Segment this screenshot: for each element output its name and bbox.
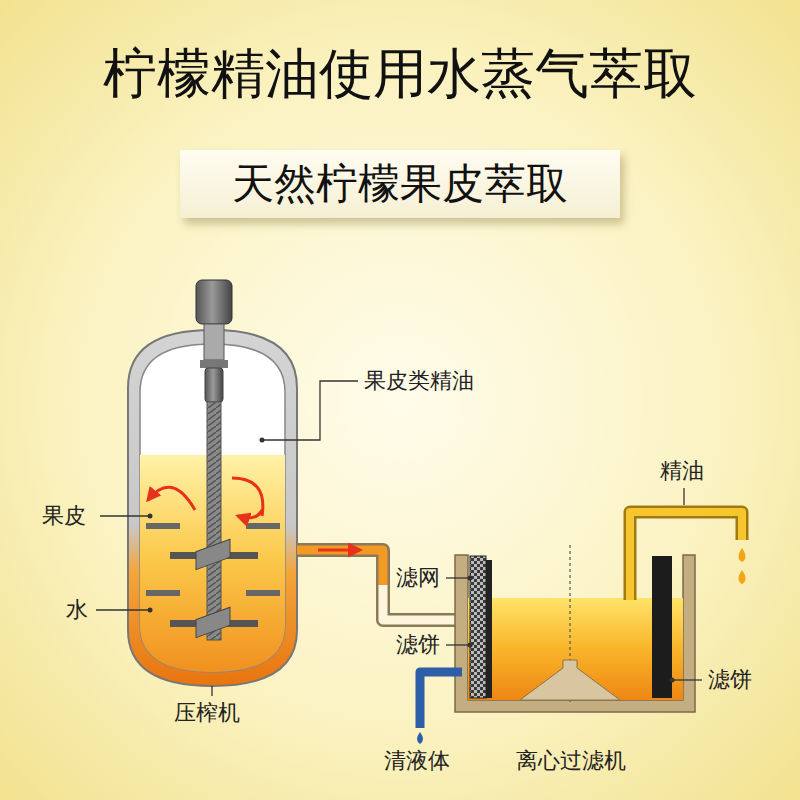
flow-arrow [232,478,263,516]
filter-cake [486,560,492,698]
part-label: 滤网 [396,565,440,591]
basin-liquid [468,598,683,700]
coupling [205,368,223,402]
stirrer-hub [196,539,230,569]
leader-dots [148,438,675,683]
centrifuge [417,512,746,744]
leader-line [211,686,212,696]
transfer-pipe [297,550,458,620]
leader-line [96,609,150,610]
flow-arrow [238,510,262,518]
leader-line [446,577,470,578]
leader-dot [148,514,153,519]
part-label: 果皮类精油 [364,368,474,394]
subtitle-text: 天然柠檬果皮萃取 [232,158,568,210]
leader-line [446,644,470,645]
page-title: 柠檬精油使用水蒸气萃取 [0,40,800,108]
leader-line [100,515,150,516]
leader-dot [260,438,265,443]
pipe-flow [297,550,383,585]
part-label: 清液体 [384,748,450,774]
leader-dot [148,608,153,613]
stirrer-shaft [207,402,221,640]
part-label: 果皮 [42,503,86,529]
leader-lines [96,381,702,696]
leader-line [672,679,702,680]
flow-arrow [318,549,360,552]
oil-pipe-wall [630,512,742,600]
motor [196,280,232,324]
part-label: 滤饼 [396,632,440,658]
part-label: 滤饼 [708,667,752,693]
stirrer-hub [196,607,230,637]
oil-drop [739,570,746,584]
filter-cake [652,556,672,698]
drop [417,732,423,744]
subtitle-panel: 天然柠檬果皮萃取 [180,150,620,218]
leader-dot [468,576,473,581]
pipe-wall [297,550,456,620]
oil-outlet [630,512,742,600]
leader-line [262,381,358,440]
part-label: 水 [66,597,88,623]
clear-liquid-outlet [420,672,462,728]
coupling [200,360,228,368]
pipe-inner [383,585,458,620]
cone [520,660,620,700]
oil-drop [739,548,746,562]
baffle [246,523,280,529]
leader-line [683,488,684,505]
press-vessel [128,280,300,686]
motor-neck [204,324,224,360]
baffle [246,590,280,596]
part-label: 精油 [660,458,704,484]
part-label: 压榨机 [174,700,240,726]
leader-dot [468,643,473,648]
baffle [146,523,180,529]
leader-dot [670,678,675,683]
flow-arrow [148,487,195,510]
baffle [146,590,180,596]
basin-wall [455,555,695,712]
part-label: 离心过滤机 [516,748,626,774]
